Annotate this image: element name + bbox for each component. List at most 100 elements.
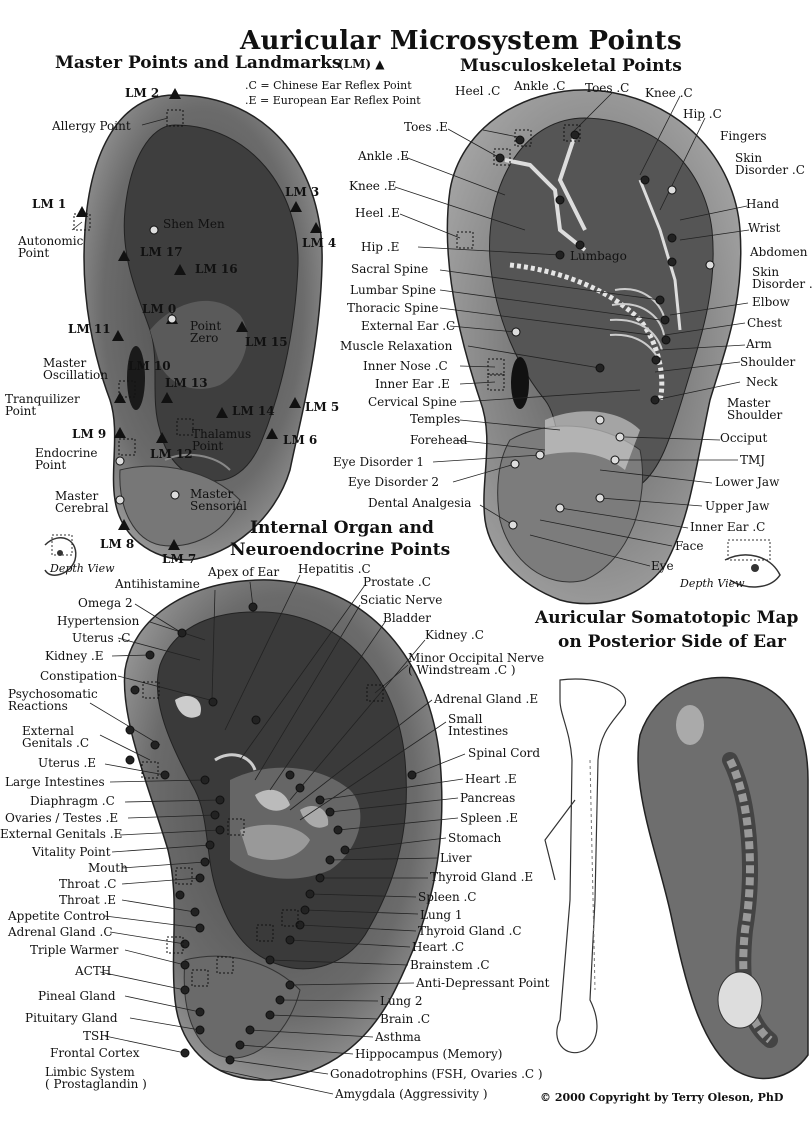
musculo-label-anklec: Ankle .C	[514, 79, 566, 93]
master-label-lm4: LM 4	[302, 236, 337, 250]
master-panel-title: Master Points and Landmarks	[55, 53, 342, 73]
leader-line	[104, 1035, 186, 1054]
reflex-square	[256, 924, 274, 942]
depth-view-right: Depth View	[680, 577, 745, 590]
depth-view-sketch-right	[724, 539, 781, 588]
musculo-label-hipe: Hip .E	[361, 240, 400, 254]
leader-line	[219, 1069, 334, 1095]
leader-line	[374, 664, 409, 694]
master-label-lm12: LM 12	[150, 447, 193, 461]
internal-right-label-14: Brainstem .C	[410, 958, 490, 972]
musculo-label-forehead: Forehead	[410, 433, 468, 447]
lm-suffix: (LM)	[338, 57, 372, 71]
point-dot	[615, 432, 625, 442]
leader-line	[459, 419, 561, 431]
leader-line	[467, 345, 601, 369]
musculo-label-lumbar: Lumbar Spine	[350, 283, 437, 297]
reflex-square	[227, 818, 245, 836]
landmark-triangle	[168, 539, 180, 550]
musculo-panel-title: Musculoskeletal Points	[460, 56, 682, 76]
reflex-square	[118, 438, 136, 456]
landmark-triangle	[216, 407, 228, 418]
master-label-lm0: LM 0	[142, 302, 177, 316]
internal-top-label-5: Bladder	[383, 611, 432, 625]
point-dot	[325, 807, 335, 817]
point-dot	[295, 920, 305, 930]
point-dot	[170, 490, 180, 500]
musculo-label-innerear_c: Inner Ear .C	[690, 520, 766, 534]
leader-line	[624, 436, 721, 441]
landmark-triangle	[290, 201, 302, 212]
point-dot	[245, 1025, 255, 1035]
internal-left-label-2: Uterus .C	[72, 631, 131, 645]
internal-right-label-1: Adrenal Gland .E	[434, 692, 539, 706]
reflex-square	[175, 867, 193, 885]
point-dot	[651, 355, 661, 365]
landmark-triangle	[289, 397, 301, 408]
internal-left-label-17: Adrenal Gland .C	[8, 925, 113, 939]
point-dot	[285, 935, 295, 945]
leader-line	[439, 269, 661, 301]
point-dot	[177, 628, 187, 638]
reflex-square	[487, 373, 505, 391]
leader-line	[559, 507, 689, 529]
reflex-square	[514, 129, 532, 147]
point-dot	[145, 650, 155, 660]
internal-right-label-5: Pancreas	[460, 791, 516, 805]
leader-line	[134, 603, 183, 634]
point-dot	[661, 335, 671, 345]
musculo-label-heelc: Heel .C	[455, 84, 501, 98]
depth-view-left: Depth View	[50, 562, 115, 575]
leader-line	[452, 463, 516, 483]
leader-line	[229, 1059, 329, 1075]
point-dot	[285, 770, 295, 780]
point-dot	[248, 602, 258, 612]
reflex-square	[281, 909, 299, 927]
leader-line	[411, 753, 466, 776]
reflex-square	[142, 681, 160, 699]
musculo-label-eyedis2: Eye Disorder 2	[348, 475, 440, 489]
internal-left-label-9: Diaphragm .C	[30, 794, 115, 808]
internal-left-label-15: Throat .E	[59, 893, 117, 907]
point-dot	[115, 495, 125, 505]
internal-top-label-4: Sciatic Nerve	[360, 593, 443, 607]
internal-left-label-11: External Genitals .E	[0, 827, 123, 841]
leader-line	[344, 837, 447, 851]
leader-line	[249, 1029, 374, 1038]
leader-line	[337, 817, 459, 831]
internal-right-label-6: Spleen .E	[460, 811, 519, 825]
leader-line	[269, 959, 409, 966]
internal-right-label-19: Hippocampus (Memory)	[355, 1047, 503, 1061]
point-dot	[610, 455, 620, 465]
point-dot	[555, 250, 565, 260]
point-dot	[265, 955, 275, 965]
leader-line	[289, 982, 415, 986]
point-dot	[180, 1048, 190, 1058]
reflex-square	[487, 358, 505, 376]
point-dot	[640, 175, 650, 185]
internal-left-label-13: Mouth	[88, 861, 128, 875]
leader-line	[141, 117, 169, 126]
musculo-label-thoracic: Thoracic Spine	[347, 301, 439, 315]
musculo-label-hipc: Hip .C	[683, 107, 722, 121]
musculo-label-face: Face	[675, 539, 704, 553]
master-label-lm14: LM 14	[232, 404, 275, 418]
reflex-square	[176, 418, 194, 436]
reflex-square	[166, 936, 184, 954]
point-dot	[130, 685, 140, 695]
internal-left-label-22: TSH	[83, 1029, 110, 1043]
leader-line	[299, 721, 447, 821]
leader-line	[149, 621, 206, 641]
master-label-lm1: LM 1	[32, 197, 67, 211]
somatotopic-ear	[544, 676, 809, 1080]
point-dot	[200, 857, 210, 867]
leader-line	[117, 637, 201, 661]
musculo-label-tmj: TMJ	[740, 453, 766, 467]
